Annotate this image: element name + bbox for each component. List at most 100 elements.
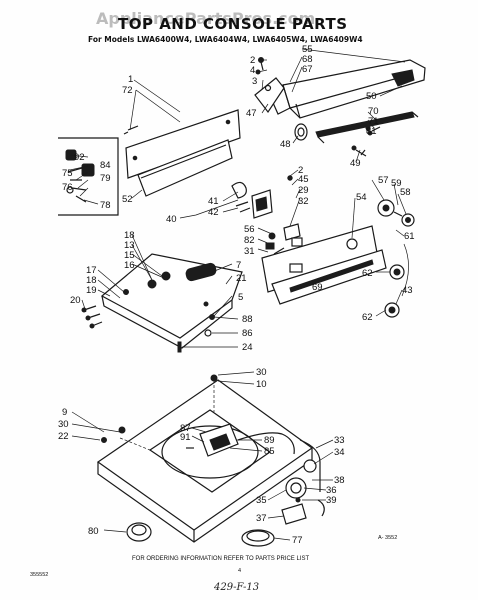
callout-54: 54 bbox=[356, 192, 367, 203]
callout-2a: 2 bbox=[250, 55, 255, 66]
callout-35: 35 bbox=[256, 495, 267, 506]
callout-19: 19 bbox=[86, 285, 97, 296]
callout-59: 59 bbox=[391, 178, 402, 189]
trim-strip-part bbox=[315, 111, 419, 144]
footer-note: FOR ORDERING INFORMATION REFER TO PARTS … bbox=[132, 556, 309, 562]
lid-switch-parts bbox=[177, 314, 215, 353]
callout-15: 15 bbox=[124, 250, 135, 261]
callout-21: 21 bbox=[236, 273, 247, 284]
callout-4: 4 bbox=[250, 65, 255, 76]
callout-56: 56 bbox=[244, 224, 255, 235]
doc-number: 355552 bbox=[30, 572, 48, 578]
leader-lines bbox=[69, 48, 407, 541]
callout-37: 37 bbox=[256, 513, 267, 524]
diagram-title: TOP AND CONSOLE PARTS bbox=[118, 15, 348, 33]
callout-75: 75 bbox=[62, 168, 73, 179]
control-panel-part bbox=[261, 225, 387, 305]
callout-42: 42 bbox=[208, 207, 219, 218]
watermark: AppliancePartsPros.com bbox=[96, 9, 315, 28]
callout-labels: 2 4 3 55 68 67 1 72 47 50 70 71 81 48 49… bbox=[58, 44, 415, 546]
callout-70: 70 bbox=[368, 106, 379, 117]
callout-50: 50 bbox=[366, 91, 377, 102]
callout-69: 69 bbox=[312, 282, 323, 293]
callout-40: 40 bbox=[166, 214, 177, 225]
cabinet-top-part bbox=[96, 374, 314, 543]
callout-76: 76 bbox=[62, 182, 73, 193]
callout-41: 41 bbox=[208, 196, 219, 207]
callout-16: 16 bbox=[124, 260, 135, 271]
control-switches-part bbox=[265, 175, 303, 259]
callout-10: 10 bbox=[256, 379, 267, 390]
callout-30b: 30 bbox=[58, 419, 69, 430]
callout-67: 67 bbox=[302, 64, 313, 75]
callout-61: 61 bbox=[404, 231, 415, 242]
callout-84: 84 bbox=[100, 160, 111, 171]
callout-62b: 62 bbox=[362, 312, 373, 323]
timer-assembly-part bbox=[231, 181, 273, 219]
console-hood-part bbox=[269, 59, 426, 119]
end-cap-bracket-part bbox=[254, 77, 285, 114]
callout-30a: 30 bbox=[256, 367, 267, 378]
fill-ring-part bbox=[241, 529, 275, 547]
callout-22: 22 bbox=[58, 431, 69, 442]
callout-79: 79 bbox=[100, 173, 111, 184]
bleach-ring-part bbox=[126, 522, 152, 542]
callout-86: 86 bbox=[242, 328, 253, 339]
callout-39: 39 bbox=[326, 495, 337, 506]
callout-71: 71 bbox=[368, 116, 379, 127]
callout-2b: 2 bbox=[298, 165, 303, 176]
figure-code: A- 3552 bbox=[378, 535, 397, 541]
callout-17: 17 bbox=[86, 265, 97, 276]
callout-1: 1 bbox=[128, 74, 133, 85]
callout-68: 68 bbox=[302, 54, 313, 65]
callout-32: 32 bbox=[298, 196, 309, 207]
lid-switch-assembly-part bbox=[186, 423, 295, 457]
page-number: 4 bbox=[238, 568, 241, 574]
callout-91: 91 bbox=[180, 432, 191, 443]
callout-77: 77 bbox=[292, 535, 303, 546]
callout-5: 5 bbox=[238, 292, 243, 303]
callout-89: 89 bbox=[264, 435, 275, 446]
lid-hinge-screws-part bbox=[81, 305, 103, 329]
callout-48: 48 bbox=[280, 139, 291, 150]
callout-58: 58 bbox=[400, 187, 411, 198]
callout-72: 72 bbox=[122, 85, 133, 96]
callout-24: 24 bbox=[242, 342, 253, 353]
callout-87: 87 bbox=[180, 423, 191, 434]
callout-36: 36 bbox=[326, 485, 337, 496]
callout-81: 81 bbox=[366, 126, 377, 137]
callout-18b: 18 bbox=[86, 275, 97, 286]
callout-62a: 62 bbox=[362, 268, 373, 279]
selector-knob-upper-part bbox=[389, 264, 405, 280]
rear-panel-part bbox=[123, 109, 241, 197]
callout-57: 57 bbox=[378, 175, 389, 186]
selector-knob-lower-part bbox=[384, 302, 400, 318]
callout-80: 80 bbox=[88, 526, 99, 537]
console-screws-part bbox=[351, 121, 381, 157]
callout-29: 29 bbox=[298, 185, 309, 196]
callout-82: 82 bbox=[244, 235, 255, 246]
knob-group-bracket bbox=[401, 243, 409, 297]
callout-52: 52 bbox=[122, 194, 133, 205]
models-line: For Models LWA6400W4, LWA6404W4, LWA6405… bbox=[88, 35, 363, 44]
washer-lid-part bbox=[100, 253, 243, 349]
callout-20: 20 bbox=[70, 295, 81, 306]
callout-34: 34 bbox=[334, 447, 345, 458]
callout-43: 43 bbox=[402, 285, 413, 296]
callout-47: 47 bbox=[246, 108, 257, 119]
callout-78: 78 bbox=[100, 200, 111, 211]
callout-85: 85 bbox=[264, 446, 275, 457]
callout-9: 9 bbox=[62, 407, 67, 418]
callout-33: 33 bbox=[334, 435, 345, 446]
callout-49: 49 bbox=[350, 158, 361, 169]
callout-45: 45 bbox=[298, 174, 309, 185]
callout-88: 88 bbox=[242, 314, 253, 325]
callout-13: 13 bbox=[124, 240, 135, 251]
callout-38: 38 bbox=[334, 475, 345, 486]
callout-92: 92 bbox=[74, 152, 85, 163]
callout-31: 31 bbox=[244, 246, 255, 257]
callout-7: 7 bbox=[236, 260, 241, 271]
handwritten-note: 429-F-13 bbox=[213, 582, 259, 593]
